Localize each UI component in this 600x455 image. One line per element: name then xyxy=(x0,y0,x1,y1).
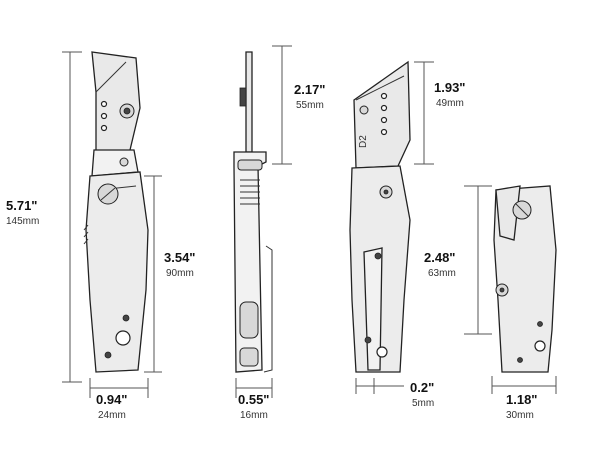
blade-length-inch: 1.93" xyxy=(434,80,465,95)
folded-width-inch: 1.18" xyxy=(506,392,537,407)
dim-overall-length: 5.71" 145mm xyxy=(6,51,82,383)
handle-width-mm: 24mm xyxy=(98,410,126,421)
handle-width-inch: 0.94" xyxy=(96,392,127,407)
side-view-knife xyxy=(233,51,273,373)
blade-profile xyxy=(245,51,253,153)
dim-handle-width: 0.94" 24mm xyxy=(89,378,149,421)
side-frame xyxy=(233,151,267,373)
folded-knife-view xyxy=(493,185,557,373)
folded-width-mm: 30mm xyxy=(506,410,534,421)
dim-handle-length: 3.54" 90mm xyxy=(144,175,195,373)
blade-hole xyxy=(100,100,108,108)
dim-folded-width: 1.18" 30mm xyxy=(491,376,557,421)
handle-length-inch: 3.54" xyxy=(164,250,195,265)
dim-folded-length: 2.48" 63mm xyxy=(424,185,492,335)
clip-thickness-mm: 5mm xyxy=(412,398,434,409)
blade-steel-mark: D2 xyxy=(358,135,369,148)
thickness-mm: 16mm xyxy=(240,410,268,421)
blade-length-mm: 49mm xyxy=(436,98,464,109)
overall-length-inch: 5.71" xyxy=(6,198,37,213)
blade-hole xyxy=(100,124,108,132)
blade-exposed-inch: 2.17" xyxy=(294,82,325,97)
utility-blade xyxy=(91,51,141,153)
folded-length-mm: 63mm xyxy=(428,268,456,279)
back-view-open-knife: D2 xyxy=(349,60,411,373)
knife-handle xyxy=(85,171,149,373)
lanyard-hole xyxy=(115,330,131,346)
pocket-clip-profile xyxy=(263,245,273,373)
dim-thickness: 0.55" 16mm xyxy=(235,378,273,421)
blade-exposed-mm: 55mm xyxy=(296,100,324,111)
clip-thickness-inch: 0.2" xyxy=(410,380,434,395)
handle-length-mm: 90mm xyxy=(166,268,194,279)
utility-blade-back xyxy=(353,60,411,169)
dim-blade-exposed: 2.17" 55mm xyxy=(272,45,325,165)
thickness-inch: 0.55" xyxy=(238,392,269,407)
dim-clip-thickness: 0.2" 5mm xyxy=(355,378,434,409)
folded-length-inch: 2.48" xyxy=(424,250,455,265)
blade-hole xyxy=(100,112,108,120)
overall-length-mm: 145mm xyxy=(6,216,39,227)
front-view-open-knife xyxy=(83,51,149,373)
dim-blade-length: 1.93" 49mm xyxy=(414,61,465,165)
